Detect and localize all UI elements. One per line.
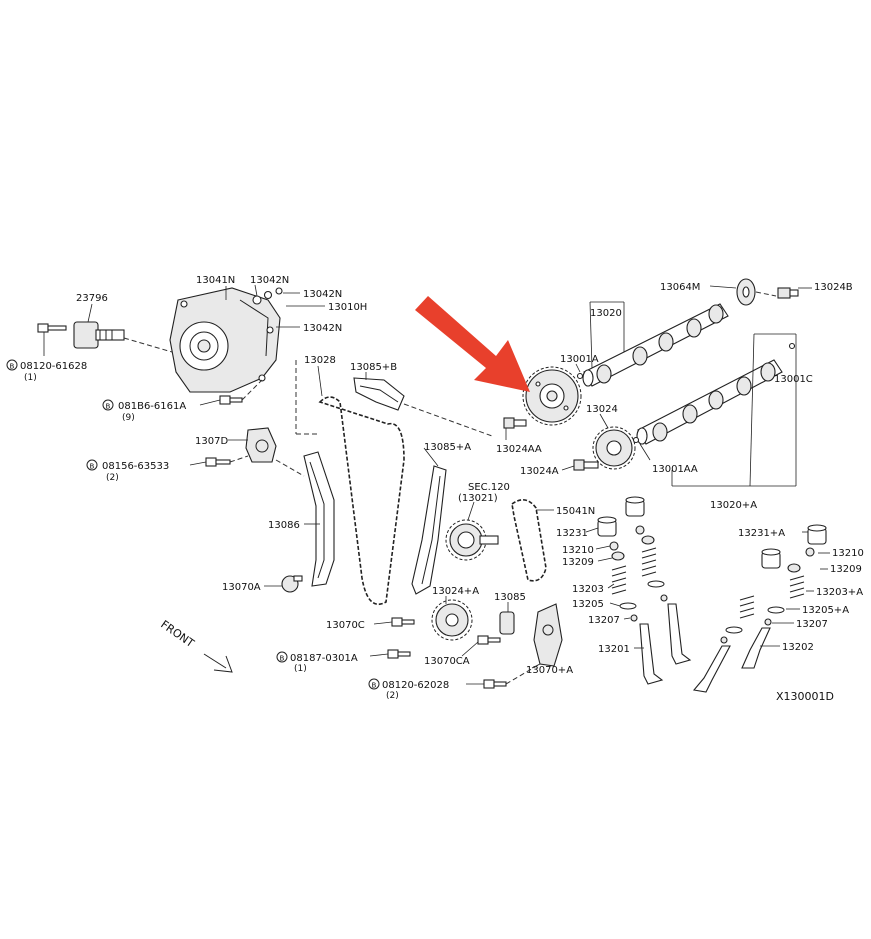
label-08120-62028: 08120-62028: [382, 680, 449, 691]
label-13041N: 13041N: [196, 275, 235, 286]
label-081B6-6161A: 081B6-6161A: [118, 401, 186, 412]
label-13203A: 13203+A: [816, 587, 863, 598]
label-23796: 23796: [76, 293, 108, 304]
svg-text:B: B: [280, 655, 285, 663]
label-08156-63533: 08156-63533: [102, 461, 169, 472]
label-13231A: 13231+A: [738, 528, 785, 539]
label-13207-right: 13207: [796, 619, 828, 630]
label-13001AA: 13001AA: [652, 464, 698, 475]
bolt-13024A: [573, 459, 599, 471]
dowel-pin-13001C: [788, 342, 796, 350]
label-13209: 13209: [562, 557, 594, 568]
label-13020: 13020: [590, 308, 622, 319]
label-15041N: 15041N: [556, 506, 595, 517]
label-13086: 13086: [268, 520, 300, 531]
timing-chain-13028: [318, 396, 405, 606]
sprocket-13024A-plus: [431, 599, 473, 641]
chain-guide-13086: [303, 451, 335, 587]
crank-sprocket-sec120: [445, 519, 499, 561]
label-13210-right: 13210: [832, 548, 864, 559]
label-13010H: 13010H: [328, 302, 367, 313]
label-13070A: 13070A: [222, 582, 261, 593]
label-08120-61628: 08120-61628: [20, 361, 87, 372]
tensioner-13070A-plus: [533, 603, 563, 667]
front-cover-13041N: [169, 287, 281, 393]
sensor-23796: [73, 321, 125, 349]
label-13209-right: 13209: [830, 564, 862, 575]
bolt-13070CA: [477, 635, 501, 645]
label-13201: 13201: [598, 644, 630, 655]
tensioner-1307D: [245, 427, 277, 463]
label-13042N-top: 13042N: [250, 275, 289, 286]
bolt-08156: [205, 457, 231, 467]
chain-guide-13085: [499, 611, 515, 635]
label-13202: 13202: [782, 642, 814, 653]
label-13028: 13028: [304, 355, 336, 366]
label-13205A: 13205+A: [802, 605, 849, 616]
label-13042N-low: 13042N: [303, 323, 342, 334]
plate-13064M: [736, 278, 756, 306]
label-13024B: 13024B: [814, 282, 853, 293]
label-13070CA: 13070CA: [424, 656, 470, 667]
label-13024AA: 13024AA: [496, 444, 542, 455]
label-13231: 13231: [556, 528, 588, 539]
label-13070C: 13070C: [326, 620, 365, 631]
svg-text:B: B: [10, 363, 15, 371]
valve-train-right: [692, 524, 827, 693]
bolt-08187: [387, 649, 411, 659]
label-sec120: SEC.120: [468, 482, 510, 493]
svg-text:B: B: [90, 463, 95, 471]
label-13024A-plus: 13024+A: [432, 586, 479, 597]
front-direction-indicator: FRONT: [158, 618, 233, 673]
chain-guide-13085A: [411, 465, 447, 595]
label-08187-0301A: 08187-0301A: [290, 653, 358, 664]
diagram-id: X130001D: [776, 690, 834, 703]
label-13085: 13085: [494, 592, 526, 603]
label-13085A: 13085+A: [424, 442, 471, 453]
bolt-081B6: [219, 395, 243, 405]
front-label: FRONT: [158, 618, 196, 650]
label-13205: 13205: [572, 599, 604, 610]
bolt-13024B: [777, 287, 799, 299]
svg-text:B: B: [372, 682, 377, 690]
label-13024: 13024: [586, 404, 618, 415]
label-13064M: 13064M: [660, 282, 700, 293]
valve-train-left: [597, 496, 692, 685]
chain-guide-13085B: [353, 377, 405, 411]
label-13024A: 13024A: [520, 466, 559, 477]
camshaft-13020A: [636, 359, 783, 445]
label-08120-61628-qty: (1): [24, 373, 37, 383]
oil-pump-chain-15041N: [511, 499, 547, 582]
camshaft-13020: [582, 303, 729, 387]
bolt-13070A: [281, 575, 303, 593]
label-13203: 13203: [572, 584, 604, 595]
bolt-13024AA: [503, 417, 527, 429]
seal-13042N: [252, 287, 283, 305]
label-13001A: 13001A: [560, 354, 599, 365]
label-1307D: 1307D: [195, 436, 228, 447]
bolt-081E0: [37, 323, 67, 333]
label-08187-0301A-qty: (1): [294, 664, 307, 674]
label-081B6-6161A-qty: (9): [122, 413, 135, 423]
label-sec120-sub: (13021): [458, 493, 498, 504]
camshaft-sprocket-13024: [592, 426, 636, 470]
label-08120-62028-qty: (2): [386, 691, 399, 701]
label-13085B: 13085+B: [350, 362, 397, 373]
camshaft-sprocket-vtc: [522, 366, 582, 426]
dowel-pin-13001A: [576, 372, 584, 380]
bolt-08120-62028: [483, 679, 507, 689]
highlight-arrow-icon: [415, 296, 530, 392]
label-08156-63533-qty: (2): [106, 473, 119, 483]
label-13070A-plus: 13070+A: [526, 665, 573, 676]
dowel-pin-13001AA: [632, 436, 640, 444]
svg-text:B: B: [106, 403, 111, 411]
label-13020A: 13020+A: [710, 500, 757, 511]
label-13001C: 13001C: [774, 374, 813, 385]
label-13207: 13207: [588, 615, 620, 626]
label-13042N-mid: 13042N: [303, 289, 342, 300]
bolt-13070C: [391, 617, 415, 627]
label-13210: 13210: [562, 545, 594, 556]
